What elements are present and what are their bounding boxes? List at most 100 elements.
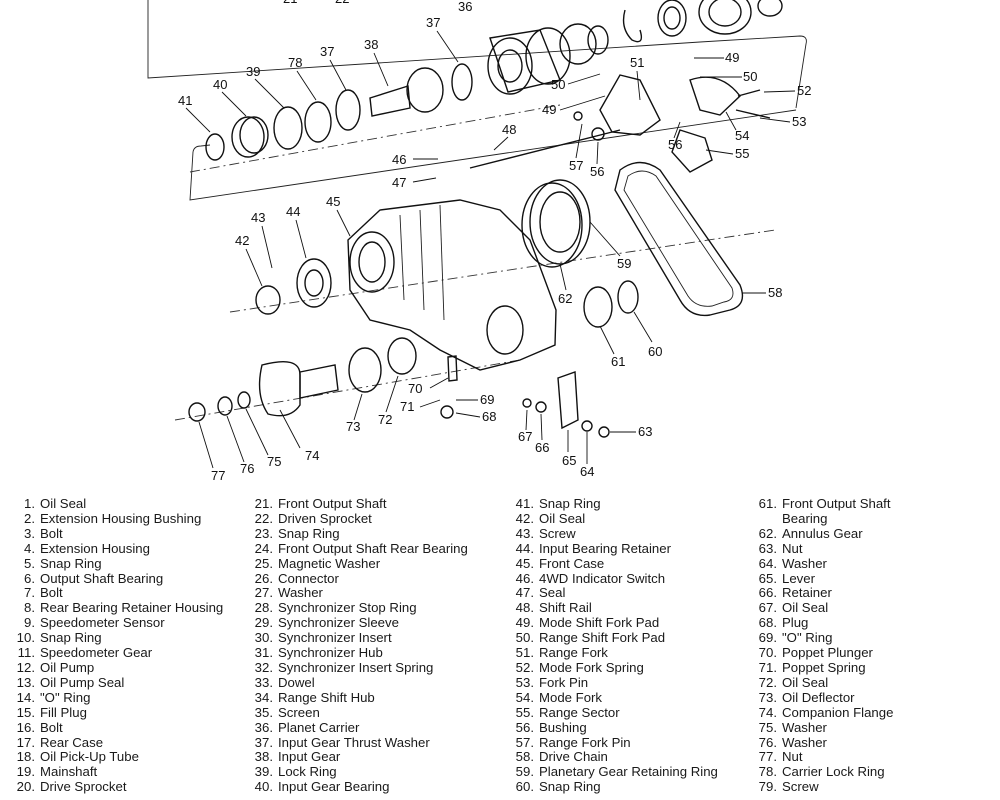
- legend-item-number: 72.: [758, 674, 777, 690]
- legend-item: 57. Range Fork Pin: [512, 734, 718, 751]
- legend-item: 46.4WD Indicator Switch: [512, 571, 718, 587]
- legend-item: 77.Nut: [755, 749, 893, 765]
- shift-fork-assembly: [469, 74, 771, 173]
- legend-item-label: Extension Housing: [40, 540, 150, 556]
- legend-item-number: 37.: [254, 734, 273, 750]
- legend-item-number: 55.: [515, 704, 534, 720]
- legend-item-number: 22.: [254, 510, 273, 526]
- legend-item-number: 79.: [758, 779, 777, 795]
- legend-item-label: Retainer: [782, 585, 832, 601]
- legend-item-number: 51.: [515, 645, 534, 661]
- legend-item-number: 49.: [515, 615, 534, 631]
- legend-item-label: Drive Chain: [539, 749, 608, 765]
- legend-item: 51.Range Fork: [512, 645, 718, 661]
- legend-item-label: Input Gear Thrust Washer: [278, 734, 430, 750]
- legend-item-label: Rear Bearing Retainer Housing: [40, 600, 224, 616]
- legend-item: 42.Oil Seal: [512, 510, 718, 527]
- legend-item-label: Washer: [782, 734, 827, 750]
- legend-item: 71.Poppet Spring: [755, 660, 893, 676]
- legend-item: 64.Washer: [755, 556, 893, 572]
- legend-item-label: Oil Seal: [40, 496, 87, 511]
- legend-item-label: Synchronizer Insert Spring: [278, 659, 434, 675]
- callout-77: 77: [211, 468, 225, 483]
- legend-item-label: "O" Ring: [782, 630, 833, 646]
- legend-item: 29.Synchronizer Sleeve: [251, 615, 468, 631]
- centerlines: [174, 104, 776, 421]
- legend-item-label-continued: Bearing: [782, 510, 828, 526]
- legend-item-label: Snap Ring: [40, 555, 102, 571]
- callout-50a: 50: [743, 69, 757, 84]
- legend-item: 63. Nut: [755, 540, 893, 557]
- legend-item-number: 4.: [24, 540, 35, 556]
- legend-item-number: 12.: [16, 659, 35, 675]
- legend-item-number: 67.: [758, 600, 777, 616]
- legend-item: 11.Speedometer Gear: [13, 645, 223, 661]
- legend-item-label: Plug: [782, 615, 809, 631]
- legend-item-number: 25.: [254, 555, 273, 571]
- legend-item-number: 17.: [16, 734, 35, 750]
- legend-item-number: 65.: [758, 570, 777, 586]
- legend-item-number: 2.: [24, 510, 35, 526]
- top-partial-parts: [487, 0, 783, 95]
- legend-item-number: 68.: [758, 615, 777, 631]
- legend-item: 21.Front Output Shaft: [251, 496, 468, 512]
- legend-item-label: Carrier Lock Ring: [782, 764, 885, 780]
- legend-item-number: 54.: [515, 689, 534, 705]
- legend-item-label: Oil Deflector: [782, 689, 855, 705]
- legend-item-label: Front Output Shaft Rear Bearing: [278, 540, 468, 556]
- legend-item-label: Nut: [782, 749, 803, 765]
- legend-item-number: 63.: [758, 540, 777, 556]
- legend-item-number: 14.: [16, 689, 35, 705]
- callout-37a: 37: [426, 15, 440, 30]
- legend-item: 39.Lock Ring: [251, 764, 468, 780]
- legend-item-label: Oil Seal: [539, 510, 586, 526]
- legend-item: 36.Planet Carrier: [251, 720, 468, 736]
- legend-item: 62.Annulus Gear: [755, 526, 893, 542]
- legend-item-number: 61.: [758, 496, 777, 511]
- callout-73: 73: [346, 419, 360, 434]
- legend-item: 5.Snap Ring: [13, 555, 223, 572]
- callout-59: 59: [617, 256, 631, 271]
- legend-item-number: 19.: [16, 764, 35, 780]
- legend-item-number: 75.: [758, 719, 777, 735]
- legend-item: 72.Oil Seal: [755, 674, 893, 691]
- legend-item-number: 47.: [515, 585, 534, 601]
- legend-item-label: Front Case: [539, 555, 605, 571]
- legend-item: 35.Screen: [251, 705, 468, 721]
- legend-item: 69."O" Ring: [755, 630, 893, 646]
- legend-item-label: Rear Case: [40, 734, 104, 750]
- legend-item-number: 31.: [254, 645, 273, 661]
- legend-item: 22.Driven Sprocket: [251, 510, 468, 527]
- callout-71: 71: [400, 399, 414, 414]
- legend-item-label: Synchronizer Hub: [278, 645, 383, 661]
- legend-item-label: Washer: [782, 719, 827, 735]
- legend-item-number: 57.: [515, 734, 534, 750]
- callout-39: 39: [246, 64, 260, 79]
- input-retainer: [255, 258, 332, 315]
- legend-item-label: Nut: [782, 540, 803, 556]
- legend-item: 43.Screw: [512, 526, 718, 542]
- legend-item-number: 73.: [758, 689, 777, 705]
- legend-item-label: Magnetic Washer: [278, 555, 381, 571]
- legend-item-label: Screw: [782, 779, 819, 795]
- callout-56b: 56: [590, 164, 604, 179]
- lower-parts: [188, 337, 610, 438]
- legend-item: 78.Carrier Lock Ring: [755, 764, 893, 780]
- legend-item-label: Extension Housing Bushing: [40, 510, 202, 526]
- legend-item: 6.Output Shaft Bearing: [13, 571, 223, 587]
- legend-item-number: 76.: [758, 734, 777, 750]
- legend-item-number: 24.: [254, 540, 273, 556]
- legend-item: 49.Mode Shift Fork Pad: [512, 615, 718, 631]
- legend-item: 44.Input Bearing Retainer: [512, 541, 718, 557]
- legend-item-label: Input Gear Bearing: [278, 779, 390, 795]
- legend-item-number: 26.: [254, 570, 273, 586]
- upper-panel-outline: [147, 0, 807, 201]
- legend-item-label: Range Fork Pin: [539, 734, 631, 750]
- legend-item: 30.Synchronizer Insert: [251, 630, 468, 646]
- legend-item: 12.Oil Pump: [13, 659, 223, 676]
- legend-item-number: 41.: [515, 496, 534, 511]
- legend-item-label: Washer: [278, 585, 323, 601]
- legend-item: 34.Range Shift Hub: [251, 690, 468, 706]
